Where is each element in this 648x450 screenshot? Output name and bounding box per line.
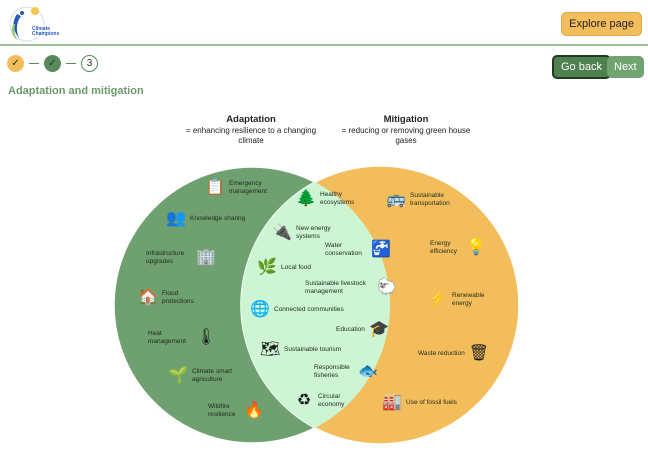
map-icon: 🗺 <box>260 341 281 358</box>
step-3-current[interactable]: 3 <box>81 55 98 72</box>
item-label: Sustainable transportation <box>410 192 450 207</box>
item-label: Emergency management <box>229 180 267 195</box>
globe-people-icon: 🌐 <box>250 301 270 318</box>
item-renewable-energy: ⚡ Renewable energy <box>428 292 492 308</box>
item-label: Connected communities <box>274 306 344 313</box>
item-label: Wildfire resilience <box>208 403 236 418</box>
item-climate-smart-agriculture: 🌱 Climate smart agriculture <box>168 368 240 384</box>
people-idea-icon: 👥 <box>166 210 186 227</box>
books-cap-icon: 🎓 <box>368 321 389 338</box>
mitigation-heading: Mitigation= reducing or removing green h… <box>336 115 476 146</box>
item-responsible-fisheries: Responsible fisheries 🐟 <box>314 364 378 380</box>
factory-icon: 🏭 <box>382 394 402 411</box>
item-label: Sustainable tourism <box>284 346 342 353</box>
item-wildfire-resilience: Wildfire resilience 🔥 <box>208 403 264 419</box>
item-local-food: 🌿 Local food <box>257 260 311 276</box>
item-label: Heat management <box>148 330 186 345</box>
item-heat-management: Heat management 🌡 <box>148 330 216 346</box>
progress-steps: ✓ ✓ 3 <box>7 55 98 72</box>
faucet-icon: 🚰 <box>371 241 391 258</box>
bulb-plug-icon: 🔌 <box>272 224 292 241</box>
item-label: Energy efficiency <box>430 240 457 255</box>
item-label: Water conservation <box>325 242 362 257</box>
item-connected-communities: 🌐 Connected communities <box>250 302 344 318</box>
item-energy-efficiency: Energy efficiency 💡 <box>430 240 486 256</box>
item-sustainable-tourism: 🗺Sustainable tourism <box>260 342 341 358</box>
item-label: Flood protections <box>162 290 194 305</box>
trees-icon: 🌲 <box>296 190 316 207</box>
item-sustainable-livestock: Sustainable livestock management 🐑 <box>305 280 397 296</box>
clipboard-warning-icon: 📋 <box>205 179 225 196</box>
adaptation-subtitle: = enhancing resilience to a changing cli… <box>185 126 317 145</box>
item-infrastructure-upgrades: Infrastructure upgrades 🏢 <box>146 250 216 266</box>
header: Climate Champions Explore page <box>0 0 648 46</box>
item-healthy-ecosystems: 🌲 Healthy ecosystems <box>296 191 360 207</box>
item-label: Renewable energy <box>452 292 485 307</box>
item-waste-reduction: Waste reduction🗑 <box>418 346 489 362</box>
buildings-gear-icon: 🏢 <box>196 249 216 266</box>
step-divider <box>66 62 76 65</box>
item-label: Sustainable livestock management <box>305 280 366 295</box>
item-label: Use of fossil fuels <box>406 399 457 406</box>
item-label: New energy systems <box>296 225 331 240</box>
smart-farm-icon: 🌱 <box>168 367 188 384</box>
item-label: Waste reduction <box>418 350 465 357</box>
fish-icon: 🐟 <box>358 363 378 380</box>
logo-text: Climate Champions <box>32 26 60 37</box>
climate-champions-logo[interactable]: Climate Champions <box>5 4 60 42</box>
mitigation-subtitle: = reducing or removing green house gases <box>341 126 471 145</box>
item-emergency-management: 📋 Emergency management <box>205 180 279 196</box>
item-label: Climate smart agriculture <box>192 368 233 383</box>
item-label: Circular economy <box>318 393 345 408</box>
hand-plant-icon: 🌿 <box>257 259 277 276</box>
next-button[interactable]: Next <box>607 56 644 78</box>
item-label: Infrastructure upgrades <box>146 250 185 265</box>
step-1-complete[interactable]: ✓ <box>7 55 24 72</box>
item-sustainable-transportation: 🚌 Sustainable transportation <box>386 192 462 208</box>
item-label: Knowledge sharing <box>190 215 246 222</box>
recycle-bin-icon: 🗑 <box>468 345 490 362</box>
item-label: Education <box>336 326 365 333</box>
house-water-icon: 🏠 <box>138 289 158 306</box>
item-water-conservation: Water conservation 🚰 <box>325 242 391 258</box>
lightbulb-icon: 💡 <box>466 239 486 256</box>
sheep-icon: 🐑 <box>377 279 397 296</box>
item-flood-protections: 🏠 Flood protections <box>138 290 202 306</box>
item-label: Responsible fisheries <box>314 364 350 379</box>
item-label: Healthy ecosystems <box>320 191 355 206</box>
item-use-of-fossil-fuels: 🏭 Use of fossil fuels <box>382 395 457 411</box>
page-title: Adaptation and mitigation <box>8 85 144 97</box>
item-education: Education🎓 <box>336 322 389 338</box>
thermometer-icon: 🌡 <box>196 329 217 346</box>
item-label: Local food <box>281 264 311 271</box>
overlap-region <box>241 167 390 443</box>
step-2-complete[interactable]: ✓ <box>44 55 61 72</box>
item-new-energy-systems: 🔌 New energy systems <box>272 225 338 241</box>
adaptation-title: Adaptation <box>226 114 276 125</box>
explore-page-button[interactable]: Explore page <box>561 12 642 36</box>
fire-icon: 🔥 <box>244 402 264 419</box>
circular-arrows-icon: ♻ <box>296 392 312 409</box>
item-knowledge-sharing: 👥 Knowledge sharing <box>166 211 245 227</box>
mitigation-title: Mitigation <box>383 114 429 125</box>
adaptation-heading: Adaptation= enhancing resilience to a ch… <box>181 115 321 146</box>
item-circular-economy: ♻ Circular economy <box>294 393 350 409</box>
wind-turbine-icon: ⚡ <box>428 291 448 308</box>
step-divider <box>29 62 39 65</box>
electric-bus-icon: 🚌 <box>386 191 406 208</box>
